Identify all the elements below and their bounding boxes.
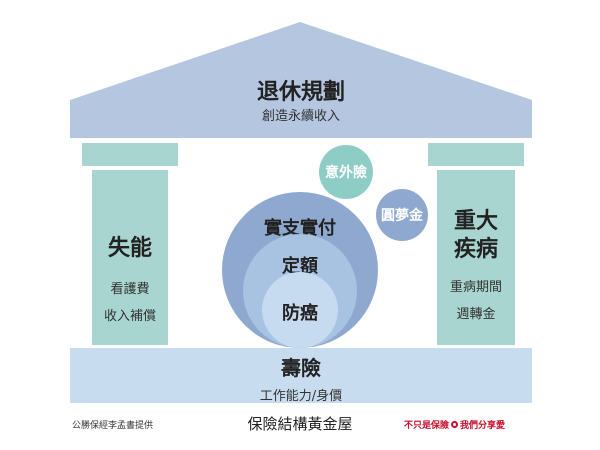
roof-shape: [70, 22, 532, 138]
left-pillar-line: 看護費: [110, 282, 150, 297]
left-pillar: 失能 看護費 收入補償: [92, 170, 168, 345]
circle-reimbursement-label: 實支實付: [264, 218, 336, 239]
circle-accident-label: 意外險: [325, 165, 367, 181]
circle-dream: 圓夢金: [376, 189, 428, 241]
footer-credit: 公勝保經李孟書提供: [72, 421, 154, 431]
right-pillar: 重大 疾病 重病期間 週轉金: [437, 170, 515, 345]
base-title: 壽險: [281, 356, 321, 380]
circle-icon: [451, 421, 459, 428]
base: 壽險 工作能力/身價: [70, 348, 532, 404]
roof-subtitle: 創造永續收入: [261, 109, 340, 124]
circle-fixed-label: 定額: [282, 256, 318, 277]
roof: [70, 22, 532, 138]
right-pillar-line: 重病期間: [449, 280, 502, 295]
left-pillar-cap: [82, 143, 178, 166]
roof-title: 退休規劃: [256, 80, 345, 105]
right-pillar-line: 週轉金: [456, 307, 496, 322]
circle-cancer-label: 防癌: [282, 303, 318, 324]
base-subtitle: 工作能力/身價: [259, 389, 343, 404]
footer-slogan-a: 不只是保險: [404, 421, 450, 431]
left-pillar-title: 失能: [107, 236, 152, 261]
right-pillar-title: 疾病: [453, 237, 498, 262]
footer-slogan-b: 我們分享愛: [460, 421, 506, 431]
right-pillar-title: 重大: [453, 209, 498, 234]
circle-dream-label: 圓夢金: [381, 208, 423, 224]
circle-cancer: 防癌: [262, 272, 338, 348]
right-pillar-cap: [428, 143, 524, 166]
footer-slogan: 不只是保險 我們分享愛: [404, 418, 505, 431]
left-pillar-line: 收入補償: [103, 309, 156, 324]
footer-title: 保險結構黃金屋: [247, 415, 353, 433]
circle-accident: 意外險: [319, 145, 373, 199]
